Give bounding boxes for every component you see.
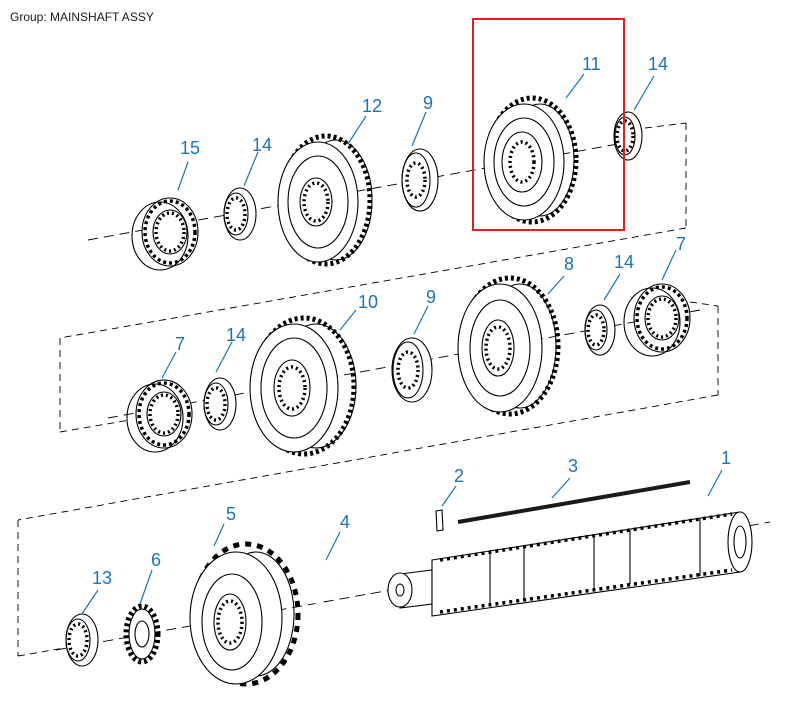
- callout-14[interactable]: 14: [648, 54, 668, 74]
- row-boundaries: [17, 122, 719, 657]
- callout-8[interactable]: 8: [564, 254, 574, 274]
- callout-7[interactable]: 7: [676, 234, 686, 254]
- part-14-needle-bearing[interactable]: [223, 187, 257, 241]
- callout-12[interactable]: 12: [362, 96, 382, 116]
- callout-2[interactable]: 2: [454, 466, 464, 486]
- part-4-snap-ring[interactable]: [315, 578, 347, 634]
- callout-7[interactable]: 7: [175, 334, 185, 354]
- callout-13[interactable]: 13: [92, 568, 112, 588]
- part-9-splined-washer[interactable]: [391, 337, 433, 403]
- group-title: Group: MAINSHAFT ASSY: [10, 10, 154, 24]
- part-14-needle-bearing[interactable]: [613, 111, 643, 161]
- part-6-splined-washer[interactable]: [123, 603, 161, 665]
- part-7-synchro-hub[interactable]: [623, 283, 691, 357]
- callout-10[interactable]: 10: [358, 292, 378, 312]
- callout-14[interactable]: 14: [226, 325, 246, 345]
- callout-9[interactable]: 9: [426, 287, 436, 307]
- part-10-gear[interactable]: [249, 315, 357, 457]
- part-1-mainshaft[interactable]: [387, 511, 753, 617]
- highlight-box: [472, 18, 625, 231]
- part-8-gear[interactable]: [457, 275, 561, 417]
- part-14-needle-bearing[interactable]: [584, 304, 616, 356]
- part-13-needle-bearing[interactable]: [65, 613, 99, 667]
- part-11-gear[interactable]: [483, 95, 579, 225]
- part-14-needle-bearing[interactable]: [203, 377, 237, 431]
- callout-5[interactable]: 5: [226, 504, 236, 524]
- callout-14[interactable]: 14: [614, 252, 634, 272]
- callout-4[interactable]: 4: [340, 512, 350, 532]
- part-3-bar[interactable]: [457, 480, 691, 524]
- part-5-gear[interactable]: [189, 541, 301, 687]
- callout-9[interactable]: 9: [423, 93, 433, 113]
- callout-3[interactable]: 3: [568, 456, 578, 476]
- part-2-key[interactable]: [435, 509, 444, 532]
- leader-lines: [81, 73, 723, 615]
- callout-15[interactable]: 15: [180, 138, 200, 158]
- part-9-splined-washer[interactable]: [401, 148, 439, 212]
- part-15-synchro-hub[interactable]: [131, 197, 199, 271]
- callout-11[interactable]: 11: [582, 54, 601, 74]
- callout-6[interactable]: 6: [151, 550, 161, 570]
- callout-14[interactable]: 14: [252, 135, 272, 155]
- callout-1[interactable]: 1: [721, 448, 731, 468]
- part-7-synchro-hub[interactable]: [126, 379, 193, 453]
- part-12-gear[interactable]: [277, 133, 373, 267]
- callouts: 15 14 12 9 11 14 7 14 10 9 8 14 7 13 6 5…: [92, 54, 731, 588]
